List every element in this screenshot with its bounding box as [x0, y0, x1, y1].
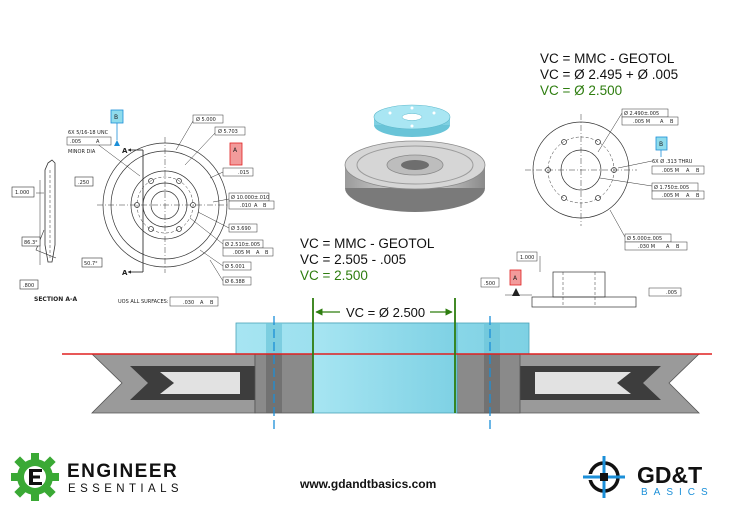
- left-section-dims: 1.000 .250 86.3° 50.7° .800 SECTION A-A: [11, 176, 103, 303]
- datum-b-label: B: [114, 114, 118, 121]
- fcf-2490-tol: .005 M: [633, 119, 650, 125]
- right-front-labels: Ø 2.490±.005 .005 M A B B 6X Ø .313 THRU…: [597, 108, 705, 251]
- callout-6x-thru: 6X Ø .313 THRU: [652, 158, 693, 165]
- dim-500-right: .500: [484, 281, 495, 287]
- right-side-view: 1.000 .500 A .005: [480, 251, 682, 308]
- equation-top-line1: VC = MMC - GEOTOL: [540, 51, 675, 66]
- equation-block-top-right: VC = MMC - GEOTOL VC = Ø 2.495 + Ø .005 …: [540, 51, 678, 99]
- fcf-10000-a: A: [254, 203, 258, 209]
- datum-b-box-right: [655, 136, 668, 151]
- fcf-thread-datum: A: [96, 139, 100, 145]
- fcf-2510-b: B: [265, 250, 269, 256]
- dim-800: .800: [23, 283, 34, 289]
- fcf-5000-tol: .030 M: [638, 244, 655, 250]
- section-arrow-top: A: [122, 147, 128, 155]
- callout-thread: 6X 5/16-18 UNC: [68, 130, 109, 136]
- dim-863: 86.3°: [24, 240, 38, 246]
- callout-5000-right: Ø 5.000±.005: [627, 235, 662, 242]
- fcf-holes-tol: .005 M: [662, 168, 679, 174]
- fcf-profile-b: B: [210, 300, 214, 306]
- callout-6388: Ø 6.388: [225, 278, 245, 285]
- brand-engineer: ENGINEER: [67, 461, 179, 482]
- brand-basics: BASICS: [641, 487, 714, 498]
- fcf-flatness: .015: [238, 170, 249, 176]
- fcf-10000-tol: .010: [240, 203, 251, 209]
- callout-3690: Ø 3.690: [231, 225, 251, 232]
- right-front-view: [525, 114, 637, 226]
- brand-gdt: GD&T: [637, 462, 703, 488]
- left-front-labels: A A 6X 5/16-18 UNC .005 A MINOR DIA B Ø …: [66, 109, 275, 307]
- fcf-10000-b: B: [263, 203, 267, 209]
- datum-a-label-right: A: [513, 275, 518, 282]
- equation-top-line2: VC = Ø 2.495 + Ø .005: [540, 67, 679, 82]
- fcf-holes-a: A: [686, 168, 690, 174]
- fcf-5000-a: A: [666, 244, 670, 250]
- fcf-holes-b: B: [696, 168, 700, 174]
- section-arrow-bottom: A: [122, 269, 128, 277]
- datum-a-box-right: [509, 269, 522, 286]
- fcf-2510-a: A: [256, 250, 260, 256]
- callout-minor-dia: MINOR DIA: [68, 149, 96, 155]
- datum-b-label-right: B: [659, 141, 663, 148]
- vc-dimension-label: VC = Ø 2.500: [346, 305, 425, 320]
- dim-1000-right: 1.000: [520, 255, 534, 261]
- dim-1000-left: 1.000: [15, 190, 29, 196]
- equation-mid-line3: VC = 2.500: [300, 268, 368, 283]
- equation-block-middle: VC = MMC - GEOTOL VC = 2.505 - .005 VC =…: [300, 236, 434, 284]
- part-3d-view: [344, 104, 486, 212]
- fcf-profile-a: A: [200, 300, 204, 306]
- datum-a-box: [229, 142, 243, 166]
- website-url[interactable]: www.gdandtbasics.com: [300, 477, 437, 491]
- section-label: SECTION A-A: [34, 296, 77, 303]
- fcf-flat-right: .005: [666, 290, 677, 296]
- left-front-view: [97, 137, 233, 274]
- fcf-2510-tol: .005 M: [233, 250, 250, 256]
- dim-250: .250: [78, 180, 89, 186]
- equation-mid-line1: VC = MMC - GEOTOL: [300, 236, 435, 251]
- fcf-profile-tol: .030: [183, 300, 194, 306]
- fcf-1750-a: A: [686, 193, 690, 199]
- fcf-1750-tol: .005 M: [662, 193, 679, 199]
- callout-1750: Ø 1.750±.005: [654, 184, 689, 191]
- callout-5703: Ø 5.703: [218, 128, 238, 135]
- equation-mid-line2: VC = 2.505 - .005: [300, 252, 407, 267]
- dim-507: 50.7°: [84, 261, 98, 267]
- callout-5000: Ø 5.000: [196, 116, 216, 123]
- gear-logo-icon: [11, 453, 59, 501]
- fcf-2490-a: A: [660, 119, 664, 125]
- fcf-thread-tol: .005: [70, 139, 81, 145]
- fcf-1750-b: B: [696, 193, 700, 199]
- datum-a-label: A: [233, 147, 238, 154]
- fcf-2490-b: B: [670, 119, 674, 125]
- fcf-5000-b: B: [676, 244, 680, 250]
- callout-10000: Ø 10.000±.010: [231, 194, 269, 201]
- brand-essentials: ESSENTIALS: [68, 483, 183, 495]
- surfaces-note: UOS ALL SURFACES:: [118, 299, 169, 305]
- callout-5001: Ø 5.001: [225, 263, 245, 270]
- equation-top-line3: VC = Ø 2.500: [540, 83, 623, 98]
- callout-2510: Ø 2.510±.005: [225, 241, 260, 248]
- assembly-cross-section: [62, 298, 712, 430]
- left-section-view: [35, 159, 57, 265]
- gdt-target-logo-icon: [583, 456, 625, 498]
- callout-2490: Ø 2.490±.005: [624, 110, 659, 117]
